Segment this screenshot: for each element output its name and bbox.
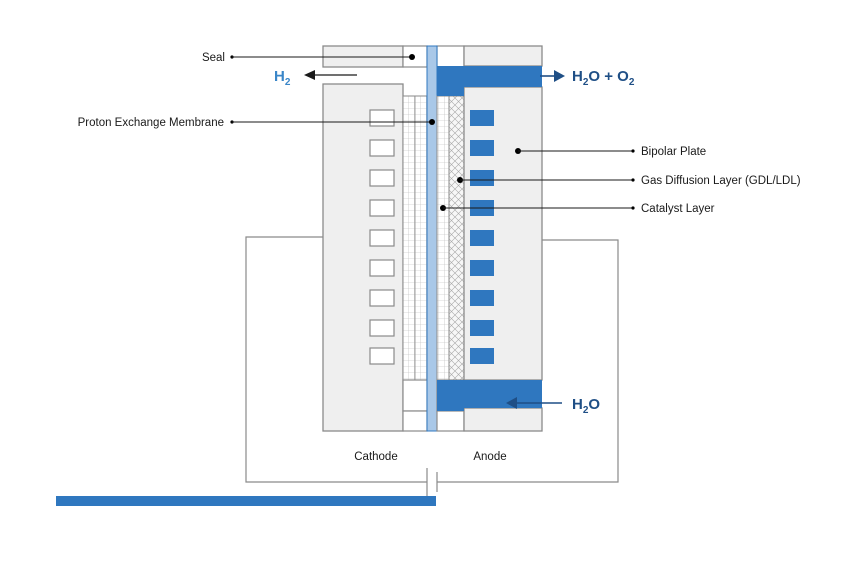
cathode-layers: [402, 95, 428, 432]
h2o-inlet-arrow: [506, 397, 562, 409]
external-circuit: [245, 236, 619, 496]
bipolar-plate-label: Bipolar Plate: [641, 146, 706, 158]
water-inlet-riser: [437, 380, 464, 411]
leader-lines: [230, 54, 635, 211]
catalyst-layer-label: Catalyst Layer: [641, 203, 715, 215]
gdl-label: Gas Diffusion Layer (GDL/LDL): [641, 175, 801, 187]
h2o-input-label: H2O: [572, 396, 600, 416]
seal-label: Seal: [202, 52, 225, 64]
anode-label: Anode: [473, 451, 506, 463]
accent-bar: [56, 496, 436, 506]
cathode-label: Cathode: [354, 451, 397, 463]
anode-bipolar-plate: [463, 86, 543, 432]
h2-output-label: H2: [274, 68, 291, 88]
h2o-o2-arrow: [540, 70, 565, 82]
oxygen-outlet-riser: [437, 67, 464, 96]
proton-exchange-membrane: [426, 45, 438, 432]
pem-label: Proton Exchange Membrane: [78, 117, 224, 129]
seal: [322, 45, 543, 68]
h2o-o2-output-label: H2O + O2: [572, 68, 635, 88]
cathode-bipolar-plate: [322, 83, 404, 432]
h2-arrow: [304, 70, 357, 80]
